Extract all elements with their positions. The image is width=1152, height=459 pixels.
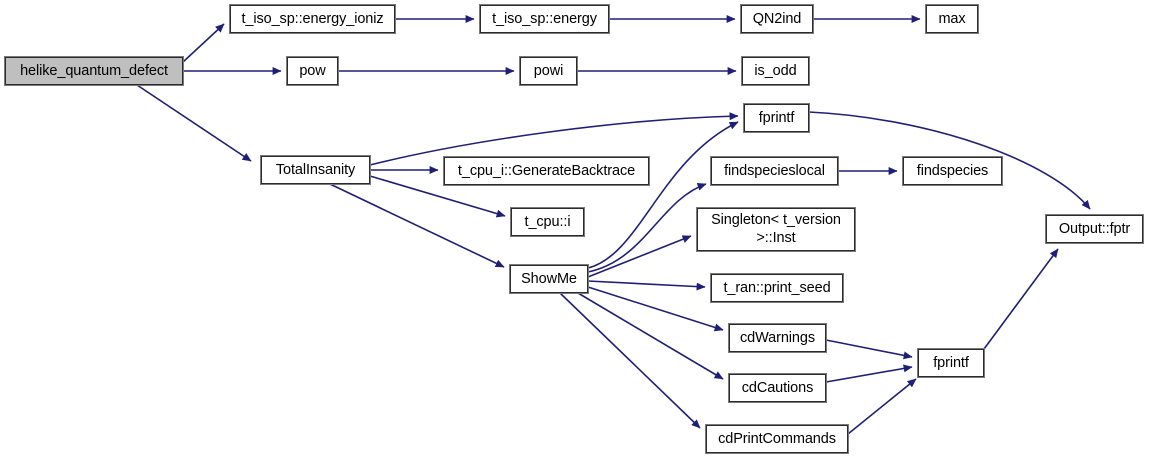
edge-ShowMe-to-cdPrintCommands	[559, 292, 701, 429]
graph-node-cdCautions[interactable]: cdCautions	[728, 373, 827, 403]
graph-node-cdPrintCommands[interactable]: cdPrintCommands	[705, 424, 849, 454]
graph-node-helike_quantum_defect[interactable]: helike_quantum_defect	[4, 56, 184, 86]
graph-node-t_cpu_i[interactable]: t_cpu::i	[510, 207, 585, 237]
edge-ShowMe-to-cdWarnings	[587, 286, 724, 332]
graph-node-fprintf_bottom[interactable]: fprintf	[917, 348, 985, 378]
edge-helike_quantum_defect-to-t_iso_sp_energy_ioniz	[182, 23, 225, 63]
edge-TotalInsanity-to-fprintf_top	[369, 112, 739, 166]
graph-node-cdWarnings[interactable]: cdWarnings	[728, 323, 827, 353]
edge-group	[136, 15, 1091, 435]
graph-node-powi[interactable]: powi	[519, 56, 578, 86]
edge-ShowMe-to-findspecieslocal	[587, 182, 707, 273]
edge-ShowMe-to-Singleton	[587, 235, 692, 278]
edge-TotalInsanity-to-ShowMe	[329, 183, 505, 268]
graph-node-t_iso_sp_energy_ioniz[interactable]: t_iso_sp::energy_ioniz	[229, 4, 396, 34]
edge-fprintf_bottom-to-Output_fptr	[983, 248, 1059, 350]
edge-ShowMe-to-fprintf_top	[587, 121, 739, 269]
edge-ShowMe-to-print_seed	[587, 280, 706, 291]
graph-node-print_seed[interactable]: t_ran::print_seed	[710, 273, 844, 303]
graph-node-pow[interactable]: pow	[286, 56, 339, 86]
edge-cdCautions-to-fprintf_bottom	[825, 364, 913, 383]
graph-node-fprintf_top[interactable]: fprintf	[743, 103, 810, 133]
graph-node-t_iso_sp_energy[interactable]: t_iso_sp::energy	[479, 4, 610, 34]
edge-cdWarnings-to-fprintf_bottom	[825, 339, 913, 360]
edge-helike_quantum_defect-to-TotalInsanity	[136, 84, 252, 162]
edge-cdPrintCommands-to-fprintf_bottom	[847, 378, 917, 435]
graph-node-is_odd[interactable]: is_odd	[741, 56, 810, 86]
graph-node-findspecies[interactable]: findspecies	[902, 156, 1003, 186]
edge-fprintf_top-to-Output_fptr	[808, 111, 1091, 210]
graph-node-GenerateBacktrace[interactable]: t_cpu_i::GenerateBacktrace	[443, 156, 650, 186]
edge-ShowMe-to-cdCautions	[577, 292, 724, 380]
edge-TotalInsanity-to-t_cpu_i	[369, 175, 506, 218]
graph-node-Singleton[interactable]: Singleton< t_version >::Inst	[696, 207, 856, 252]
graph-node-QN2ind[interactable]: QN2ind	[740, 4, 814, 34]
graph-node-ShowMe[interactable]: ShowMe	[509, 264, 589, 294]
graph-node-TotalInsanity[interactable]: TotalInsanity	[260, 155, 371, 185]
graph-node-findspecieslocal[interactable]: findspecieslocal	[710, 156, 839, 186]
graph-node-max[interactable]: max	[925, 4, 979, 34]
graph-node-Output_fptr[interactable]: Output::fptr	[1045, 214, 1144, 244]
